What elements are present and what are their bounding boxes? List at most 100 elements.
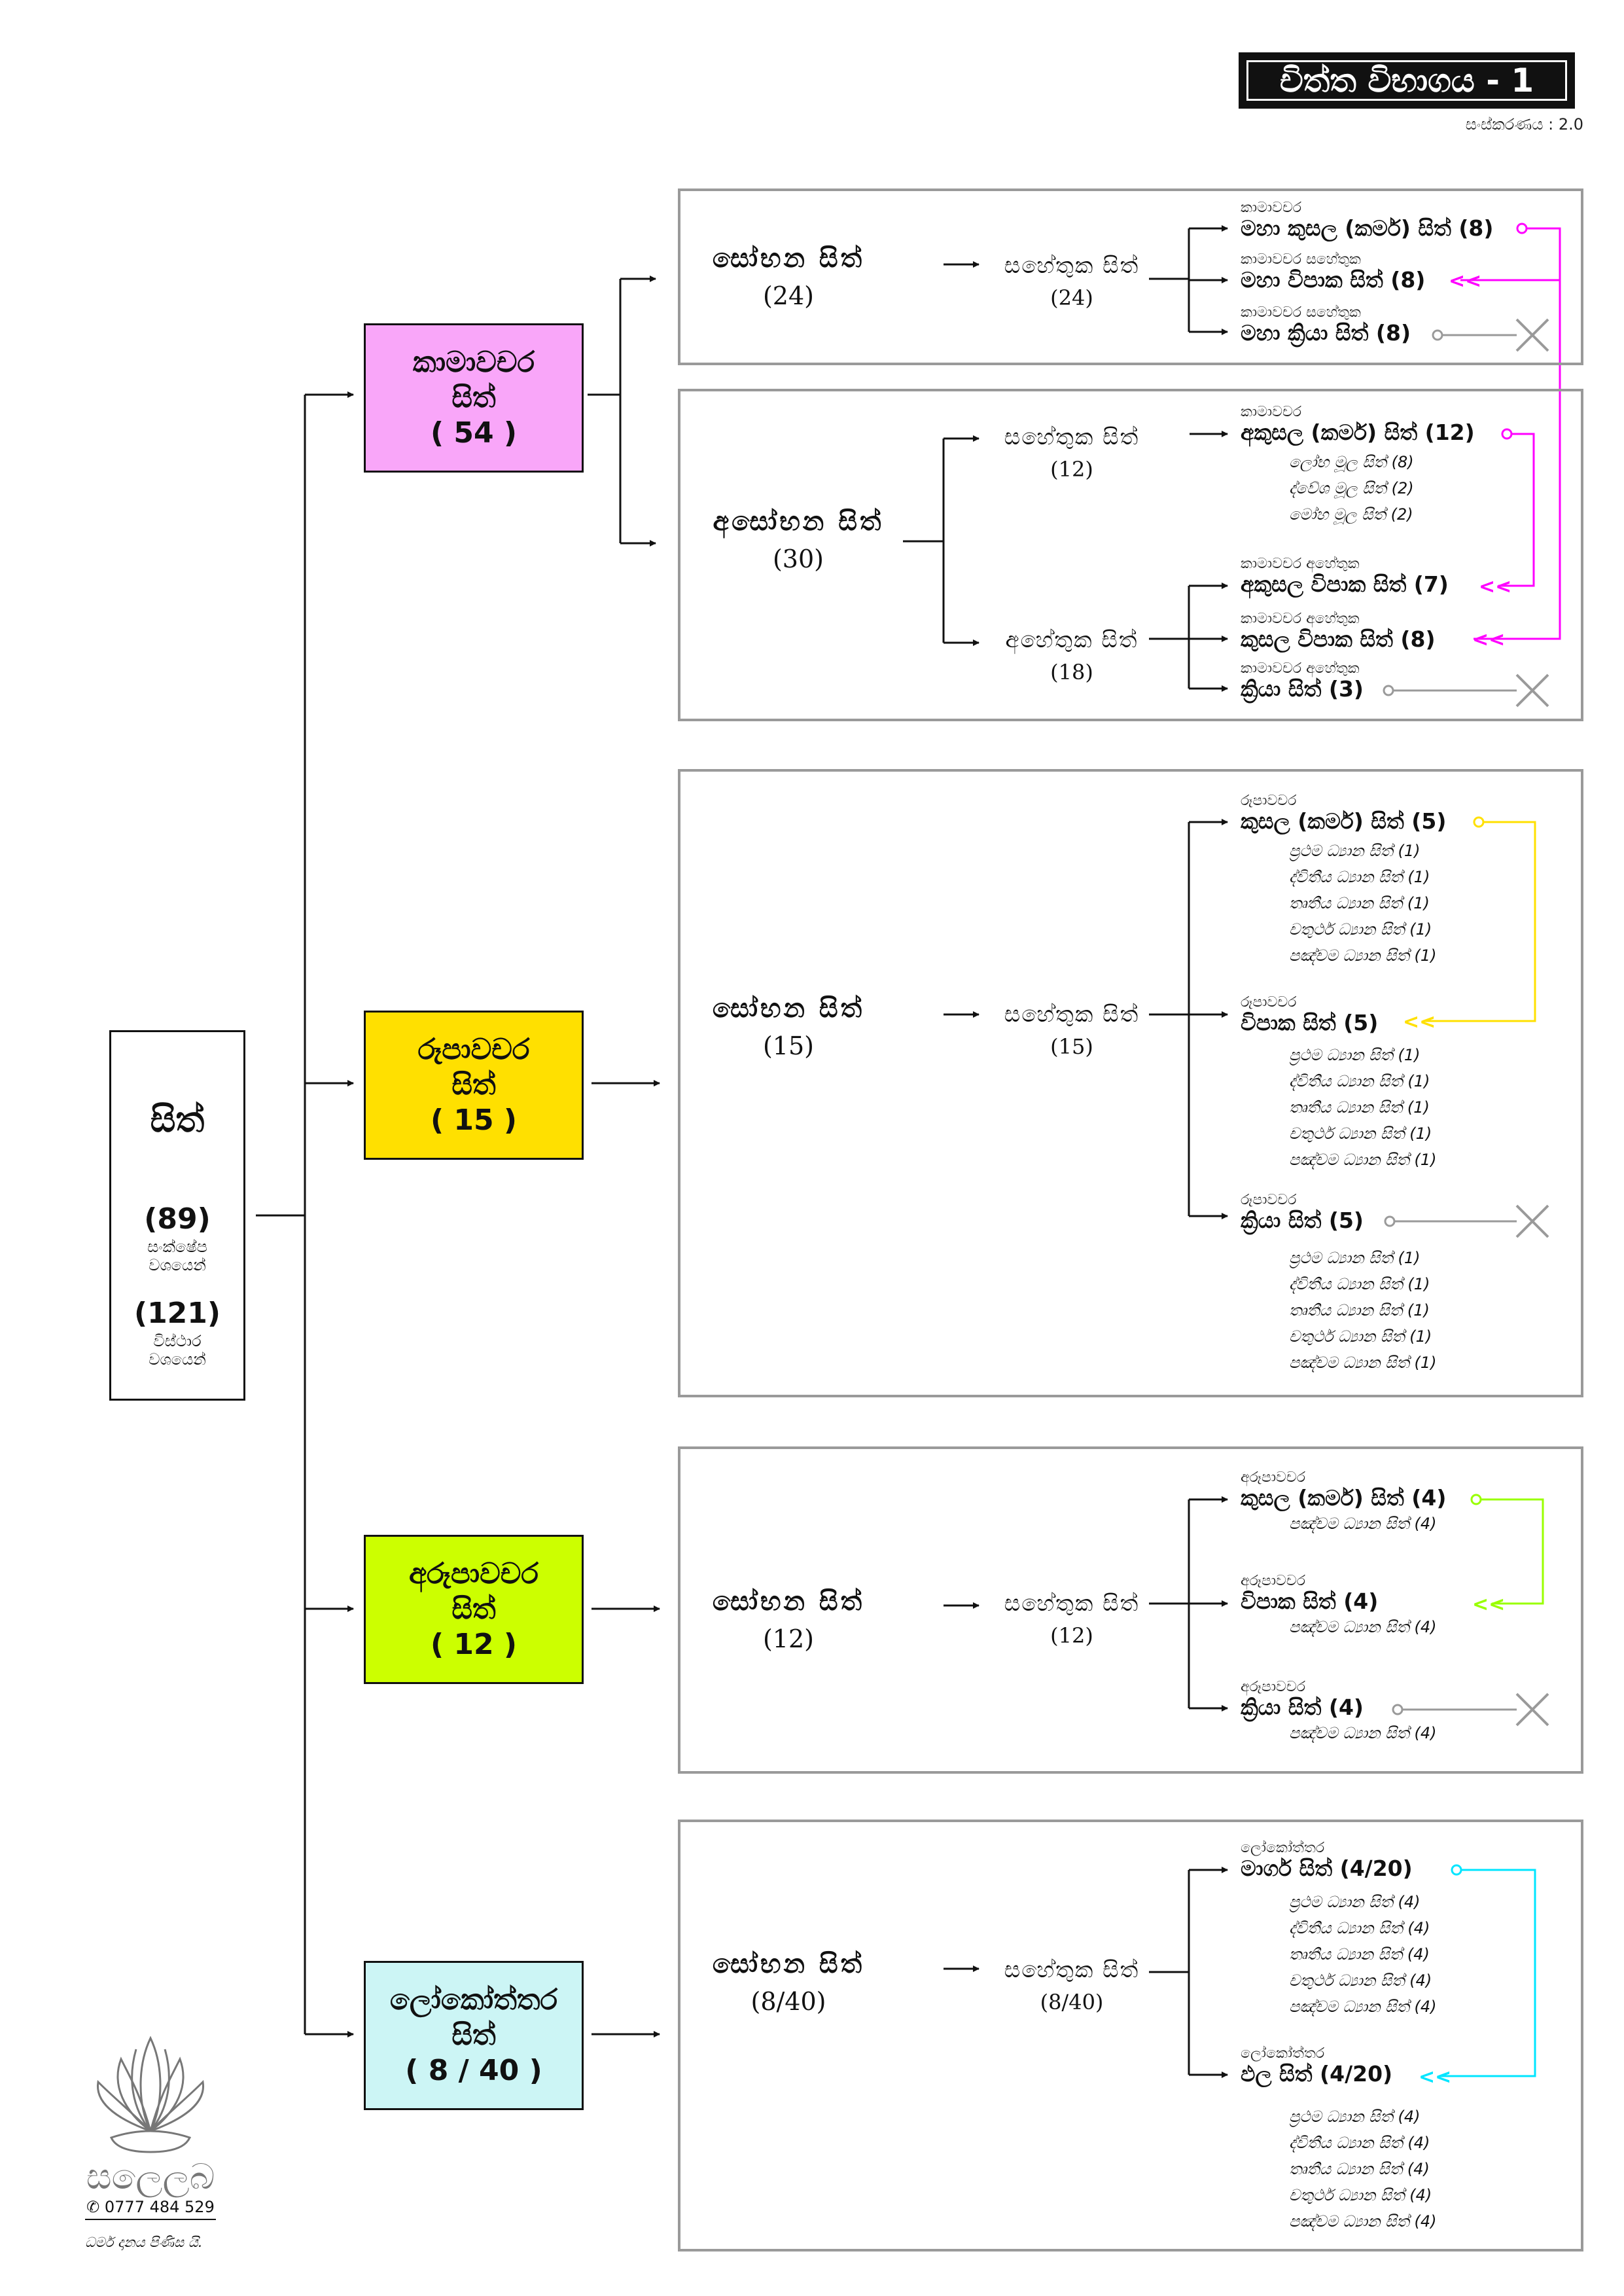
category-subname: සිත් bbox=[451, 2018, 496, 2052]
rupa-vipaka-jhana-list: ප්‍රථම ධ්‍යාන සිත් (1) ද්විතීය ධ්‍යාන සි… bbox=[1289, 1042, 1437, 1173]
group-loko-sobhana: සෝභන සිත් (8/40) bbox=[694, 1949, 883, 2016]
leaf-arupa-kriya: අරූපාවචර ක්‍රියා සිත් (4) පඤ්චම ධ්‍යාන ස… bbox=[1241, 1679, 1437, 1746]
root-node: සිත් (89) සංක්ෂේප වශයෙන් (121) විස්ථාර ව… bbox=[109, 1030, 245, 1401]
jhana-item: පඤ්චම ධ්‍යාන සිත් (1) bbox=[1289, 1151, 1437, 1169]
jhana-item: චතුර්ථ ධ්‍යාන සිත් (1) bbox=[1289, 1327, 1432, 1346]
leaf-label: කුසල (කර්ම) සිත් (4) bbox=[1241, 1485, 1447, 1511]
group-kama-asobhana: අසෝභන සිත් (30) bbox=[694, 507, 903, 573]
sub-name: සහේතුක සිත් bbox=[1004, 1957, 1140, 1983]
group-name: සෝභන සිත් bbox=[712, 994, 865, 1024]
leaf-label: අකුසල (කර්ම) සිත් (12) bbox=[1241, 420, 1475, 445]
leaf-rupa-kusala: රූපාවචර කුසල (කර්ම) සිත් (5) bbox=[1241, 793, 1446, 834]
leaf-label: ක්‍රියා සිත් (4) bbox=[1241, 1695, 1364, 1720]
group-kama-sobhana: සෝභන සිත් (24) bbox=[694, 243, 883, 310]
jhana-item: ප්‍රථම ධ්‍යාන සිත් (4) bbox=[1289, 1893, 1421, 1911]
jhana-item: ද්විතීය ධ්‍යාන සිත් (1) bbox=[1289, 868, 1430, 886]
leaf-label: කුසල විපාක සිත් (8) bbox=[1241, 626, 1436, 652]
leaf-label: අකුසල විපාක සිත් (7) bbox=[1241, 571, 1449, 597]
jhana-item: පඤ්චම ධ්‍යාන සිත් (4) bbox=[1289, 1515, 1437, 1533]
leaf-akusala: කාමාවචර අකුසල (කර්ම) සිත් (12) bbox=[1241, 404, 1475, 445]
footer-note: ධර්ම දානය පිණිස යි. bbox=[85, 2234, 203, 2250]
jhana-item: චතුර්ථ ධ්‍යාන සිත් (4) bbox=[1289, 2186, 1432, 2204]
leaf-label: විපාක සිත් (5) bbox=[1241, 1010, 1379, 1035]
version-label: සංස්කරණය : 2.0 bbox=[1465, 115, 1583, 134]
group-count: (30) bbox=[772, 545, 824, 573]
sub-count: (18) bbox=[1050, 660, 1093, 685]
category-subname: සිත් bbox=[451, 381, 496, 414]
jhana-item: පඤ්චම ධ්‍යාන සිත් (4) bbox=[1289, 1998, 1437, 2016]
leaf-head: කාමාවචර සහේතුක bbox=[1241, 304, 1361, 321]
jhana-item: ප්‍රථම ධ්‍යාන සිත් (4) bbox=[1289, 2108, 1421, 2126]
sub-count: (8/40) bbox=[1040, 1990, 1104, 2015]
root-item: මෝහ මූල සිත් (2) bbox=[1289, 505, 1413, 524]
root-count-short: (89) bbox=[144, 1202, 211, 1236]
sub-count: (15) bbox=[1050, 1034, 1093, 1059]
leaf-head: අරූපාවචර bbox=[1241, 1679, 1305, 1695]
marga-jhana-list: ප්‍රථම ධ්‍යාන සිත් (4) ද්විතීය ධ්‍යාන සි… bbox=[1289, 1889, 1437, 2020]
leaf-label: කුසල (කර්ම) සිත් (5) bbox=[1241, 808, 1447, 834]
logo-name: සලෙලබ bbox=[86, 2156, 215, 2197]
category-name: ලෝකෝත්තර bbox=[389, 1983, 558, 2017]
category-subname: සිත් bbox=[451, 1592, 496, 1626]
jhana-item: ද්විතීය ධ්‍යාන සිත් (1) bbox=[1289, 1275, 1430, 1293]
category-arupavacara: අරූපාවචර සිත් ( 12 ) bbox=[364, 1535, 584, 1684]
root-title: සිත් bbox=[150, 1099, 205, 1140]
sub-rupa-sahetuka: සහේතුක සිත් (15) bbox=[987, 1001, 1157, 1059]
group-name: අසෝභන සිත් bbox=[713, 507, 884, 537]
leaf-label: ක්‍රියා සිත් (3) bbox=[1241, 676, 1364, 702]
category-count: ( 12 ) bbox=[430, 1628, 518, 1661]
root-count-long: (121) bbox=[133, 1297, 221, 1330]
leaf-head: ලෝකෝත්තර bbox=[1241, 2045, 1325, 2062]
leaf-rupa-vipaka: රූපාවචර විපාක සිත් (5) bbox=[1241, 995, 1378, 1035]
group-count: (12) bbox=[762, 1624, 814, 1653]
leaf-label: මහා විපාක සිත් (8) bbox=[1241, 267, 1426, 293]
leaf-maha-vipaka: කාමාවචර සහේතුක මහා විපාක සිත් (8) bbox=[1241, 252, 1425, 293]
leaf-label: මහා කුසල (කර්ම) සිත් (8) bbox=[1241, 215, 1494, 241]
leaf-phala: ලෝකෝත්තර ඵල සිත් (4/20) bbox=[1241, 2046, 1392, 2087]
group-count: (24) bbox=[762, 281, 814, 310]
leaf-label: ඵල සිත් (4/20) bbox=[1241, 2061, 1393, 2087]
leaf-maha-kriya: කාමාවචර සහේතුක මහා ක්‍රියා සිත් (8) bbox=[1241, 305, 1411, 346]
category-count: ( 15 ) bbox=[430, 1103, 518, 1137]
panel-kama-asobhana bbox=[678, 389, 1583, 721]
jhana-item: චතුර්ථ ධ්‍යාන සිත් (4) bbox=[1289, 1971, 1432, 1990]
leaf-head: කාමාවචර bbox=[1241, 200, 1302, 216]
phala-jhana-list: ප්‍රථම ධ්‍යාන සිත් (4) ද්විතීය ධ්‍යාන සි… bbox=[1289, 2104, 1437, 2234]
panel-rupa bbox=[678, 769, 1583, 1397]
sub-asobhana-ahetuka: අහේතුක සිත් (18) bbox=[987, 627, 1157, 685]
panel-lokottara bbox=[678, 1820, 1583, 2251]
group-name: සෝභන සිත් bbox=[712, 1587, 865, 1617]
page-title: චිත්ත විභාගය - 1 bbox=[1246, 60, 1567, 101]
rupa-kusala-jhana-list: ප්‍රථම ධ්‍යාන සිත් (1) ද්විතීය ධ්‍යාන සි… bbox=[1289, 838, 1437, 969]
group-name: සෝභන සිත් bbox=[712, 243, 865, 274]
panel-arupa bbox=[678, 1446, 1583, 1774]
sub-count: (24) bbox=[1050, 285, 1093, 310]
category-subname: සිත් bbox=[451, 1068, 496, 1102]
jhana-item: තෘතීය ධ්‍යාන සිත් (4) bbox=[1289, 1945, 1430, 1964]
panel-kama-sobhana bbox=[678, 188, 1583, 365]
leaf-kusala-vipaka: කාමාවචර අහේතුක කුසල විපාක සිත් (8) bbox=[1241, 611, 1436, 652]
group-count: (15) bbox=[762, 1031, 814, 1060]
leaf-head: ලෝකෝත්තර bbox=[1241, 1840, 1325, 1856]
sub-kama-sahetuka: සහේතුක සිත් (24) bbox=[987, 253, 1157, 310]
jhana-item: ද්විතීය ධ්‍යාන සිත් (1) bbox=[1289, 1072, 1430, 1090]
jhana-item: පඤ්චම ධ්‍යාන සිත් (1) bbox=[1289, 946, 1437, 965]
category-name: රූපාවචර bbox=[417, 1033, 530, 1066]
leaf-rupa-kriya: රූපාවචර ක්‍රියා සිත් (5) bbox=[1241, 1193, 1364, 1233]
root-item: ලෝභ මූල සිත් (8) bbox=[1289, 453, 1414, 471]
leaf-label: මහා ක්‍රියා සිත් (8) bbox=[1241, 320, 1411, 346]
category-kamavacara: කාමාවචර සිත් ( 54 ) bbox=[364, 323, 584, 473]
sub-asobhana-sahetuka: සහේතුක සිත් (12) bbox=[987, 424, 1157, 482]
leaf-arupa-vipaka: අරූපාවචර විපාක සිත් (4) පඤ්චම ධ්‍යාන සිත… bbox=[1241, 1573, 1437, 1640]
jhana-item: පඤ්චම ධ්‍යාන සිත් (4) bbox=[1289, 1618, 1437, 1636]
leaf-label: මාර්ග සිත් (4/20) bbox=[1241, 1856, 1413, 1881]
leaf-head: කාමාවචර bbox=[1241, 404, 1302, 420]
leaf-marga: ලෝකෝත්තර මාර්ග සිත් (4/20) bbox=[1241, 1840, 1413, 1881]
category-name: අරූපාවචර bbox=[409, 1557, 538, 1590]
group-count: (8/40) bbox=[750, 1987, 826, 2016]
leaf-head: රූපාවචර bbox=[1241, 793, 1297, 809]
category-lokottara: ලෝකෝත්තර සිත් ( 8 / 40 ) bbox=[364, 1961, 584, 2110]
sub-name: සහේතුක සිත් bbox=[1004, 1001, 1140, 1028]
jhana-item: පඤ්චම ධ්‍යාන සිත් (4) bbox=[1289, 2212, 1437, 2231]
jhana-item: තෘතීය ධ්‍යාන සිත් (1) bbox=[1289, 894, 1430, 912]
